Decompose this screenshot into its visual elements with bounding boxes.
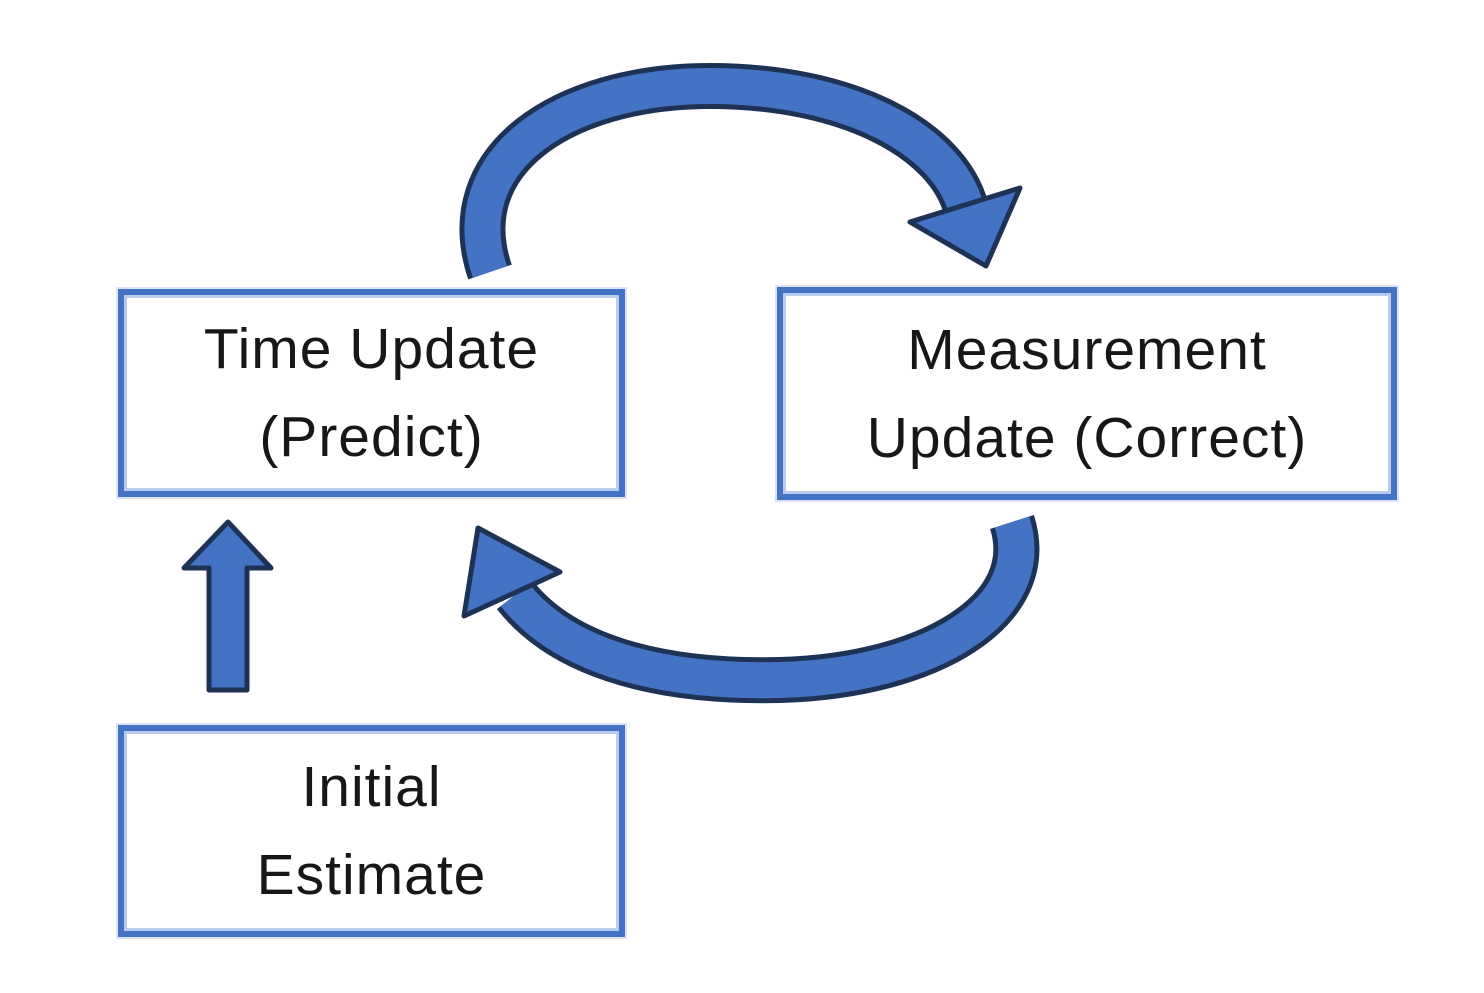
- node-measurement-update-label-line2: Update (Correct): [866, 405, 1308, 470]
- node-time-update-label-line2: (Predict): [259, 405, 484, 469]
- node-initial-estimate-label-line1: Initial: [301, 755, 442, 819]
- node-initial-estimate-label-line2: Estimate: [256, 843, 487, 907]
- curved-arrow-clockwise-icon: [459, 62, 989, 280]
- node-measurement-update: Measurement Update (Correct): [777, 287, 1397, 500]
- block-arrow-up-icon: [181, 519, 274, 693]
- curved-arrow-head: [907, 185, 1023, 269]
- node-time-update-label-line1: Time Update: [203, 317, 540, 381]
- arrow-correct-to-predict: [461, 515, 1040, 704]
- curved-arrow-head: [461, 525, 563, 619]
- node-time-update: Time Update (Predict): [118, 289, 625, 497]
- curved-arrow-band: [500, 516, 1035, 699]
- arrow-initial-to-predict: [181, 519, 274, 693]
- node-initial-estimate: Initial Estimate: [118, 725, 625, 937]
- curved-arrow-band: [464, 67, 984, 278]
- curved-arrow-counterpart-icon: [496, 515, 1040, 704]
- node-measurement-update-label-line1: Measurement: [907, 317, 1267, 382]
- arrow-predict-to-correct: [459, 62, 1023, 280]
